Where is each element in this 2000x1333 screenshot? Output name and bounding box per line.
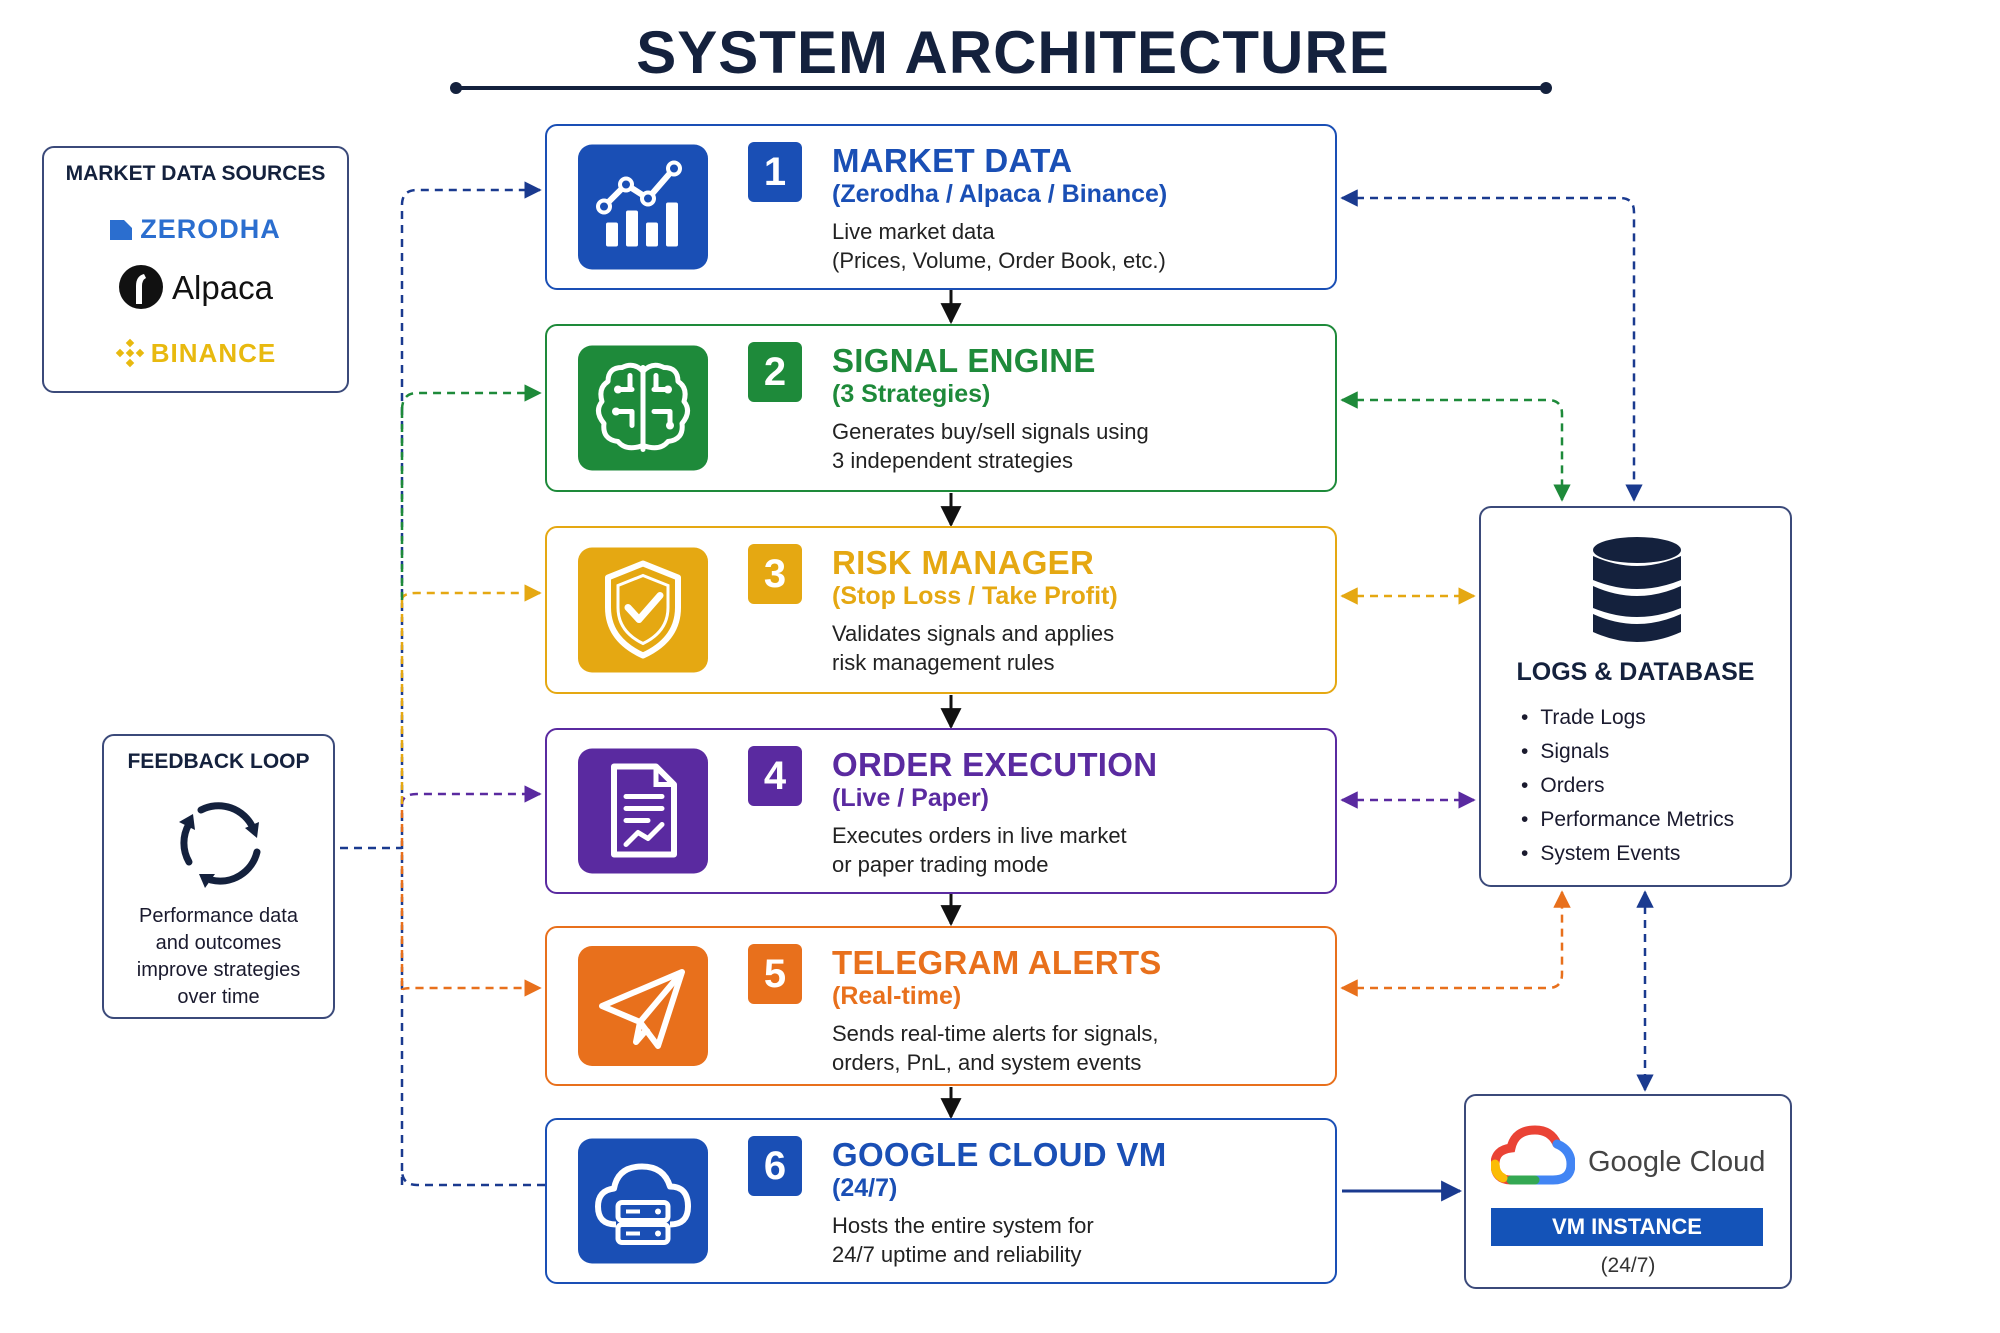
stage-title: MARKET DATA: [832, 142, 1073, 179]
stage-order-execution: 4 ORDER EXECUTION (Live / Paper) Execute…: [545, 728, 1337, 894]
logs-database-panel: LOGS & DATABASE Trade Logs Signals Order…: [1479, 506, 1792, 887]
stage-description: Validates signals and applies risk manag…: [832, 621, 1115, 675]
stage-description: Sends real-time alerts for signals, orde…: [832, 1021, 1159, 1075]
stage-number: 4: [748, 746, 802, 806]
alpaca-mark-icon: [119, 265, 164, 309]
zerodha-label: ZERODHA: [140, 214, 281, 244]
binance-logo: BINANCE: [44, 338, 347, 369]
stage-number: 5: [748, 944, 802, 1004]
stage-title: ORDER EXECUTION: [832, 746, 1158, 783]
database-icon: [1593, 537, 1681, 642]
stage-description: Generates buy/sell signals using 3 indep…: [832, 419, 1149, 473]
chart-icon: [578, 144, 708, 270]
stage-description: Live market data (Prices, Volume, Order …: [832, 219, 1166, 273]
feedback-loop-panel: FEEDBACK LOOP Performance data and outco…: [102, 734, 335, 1019]
stage-title: TELEGRAM ALERTS: [832, 944, 1162, 981]
feedback-title: FEEDBACK LOOP: [127, 750, 310, 773]
stage-subtitle: (3 Strategies): [832, 380, 991, 408]
sources-title: MARKET DATA SOURCES: [65, 162, 326, 185]
database-title: LOGS & DATABASE: [1516, 658, 1755, 686]
stage-description: Hosts the entire system for 24/7 uptime …: [832, 1213, 1094, 1267]
zerodha-logo: ZERODHA: [44, 214, 347, 245]
stage-risk-manager: 3 RISK MANAGER (Stop Loss / Take Profit)…: [545, 526, 1337, 694]
title-underline: [450, 82, 1552, 94]
brain-icon: [578, 345, 708, 471]
stage-market-data: 1 MARKET DATA (Zerodha / Alpaca / Binanc…: [545, 124, 1337, 290]
list-item: System Events: [1521, 837, 1734, 871]
stage-google-cloud-vm: 6 GOOGLE CLOUD VM (24/7) Hosts the entir…: [545, 1118, 1337, 1284]
stage-title: GOOGLE CLOUD VM: [832, 1136, 1167, 1173]
database-list: Trade Logs Signals Orders Performance Me…: [1521, 701, 1734, 871]
stage-title: SIGNAL ENGINE: [832, 342, 1096, 379]
document-chart-icon: [578, 748, 708, 874]
stage-number: 2: [748, 342, 802, 402]
alpaca-logo: Alpaca: [44, 264, 347, 310]
shield-check-icon: [578, 547, 708, 673]
list-item: Trade Logs: [1521, 701, 1734, 735]
list-item: Orders: [1521, 769, 1734, 803]
stage-subtitle: (Live / Paper): [832, 784, 989, 812]
cloud-server-icon: [578, 1138, 708, 1264]
google-cloud-panel: Google Cloud VM INSTANCE (24/7): [1464, 1094, 1792, 1289]
stage-number: 1: [748, 142, 802, 202]
list-item: Performance Metrics: [1521, 803, 1734, 837]
stage-subtitle: (24/7): [832, 1174, 898, 1202]
list-item: Signals: [1521, 735, 1734, 769]
google-cloud-brand: Google Cloud: [1588, 1146, 1766, 1178]
alpaca-label: Alpaca: [172, 269, 273, 306]
cycle-arrows-icon: [179, 802, 261, 888]
market-data-sources-panel: MARKET DATA SOURCES ZERODHA Alpaca BINAN…: [42, 146, 349, 393]
page-title: SYSTEM ARCHITECTURE: [636, 19, 1390, 86]
stage-description: Executes orders in live market or paper …: [832, 823, 1127, 877]
binance-label: BINANCE: [150, 338, 277, 368]
stage-number: 6: [748, 1136, 802, 1196]
stage-telegram-alerts: 5 TELEGRAM ALERTS (Real-time) Sends real…: [545, 926, 1337, 1086]
stage-signal-engine: 2 SIGNAL ENGINE (3 Strategies) Generates…: [545, 324, 1337, 492]
paper-plane-icon: [578, 946, 708, 1066]
vm-uptime: (24/7): [1600, 1254, 1656, 1277]
google-cloud-logo-icon: [1491, 1125, 1575, 1185]
vm-instance-label: VM INSTANCE: [1491, 1208, 1763, 1246]
stage-title: RISK MANAGER: [832, 544, 1095, 581]
feedback-text: Performance data and outcomes improve st…: [136, 905, 301, 1008]
stage-subtitle: (Zerodha / Alpaca / Binance): [832, 180, 1168, 208]
zerodha-mark-icon: [110, 220, 133, 240]
stage-number: 3: [748, 544, 802, 604]
stage-subtitle: (Real-time): [832, 982, 962, 1010]
binance-mark-icon: [115, 338, 145, 368]
stage-subtitle: (Stop Loss / Take Profit): [832, 582, 1118, 610]
